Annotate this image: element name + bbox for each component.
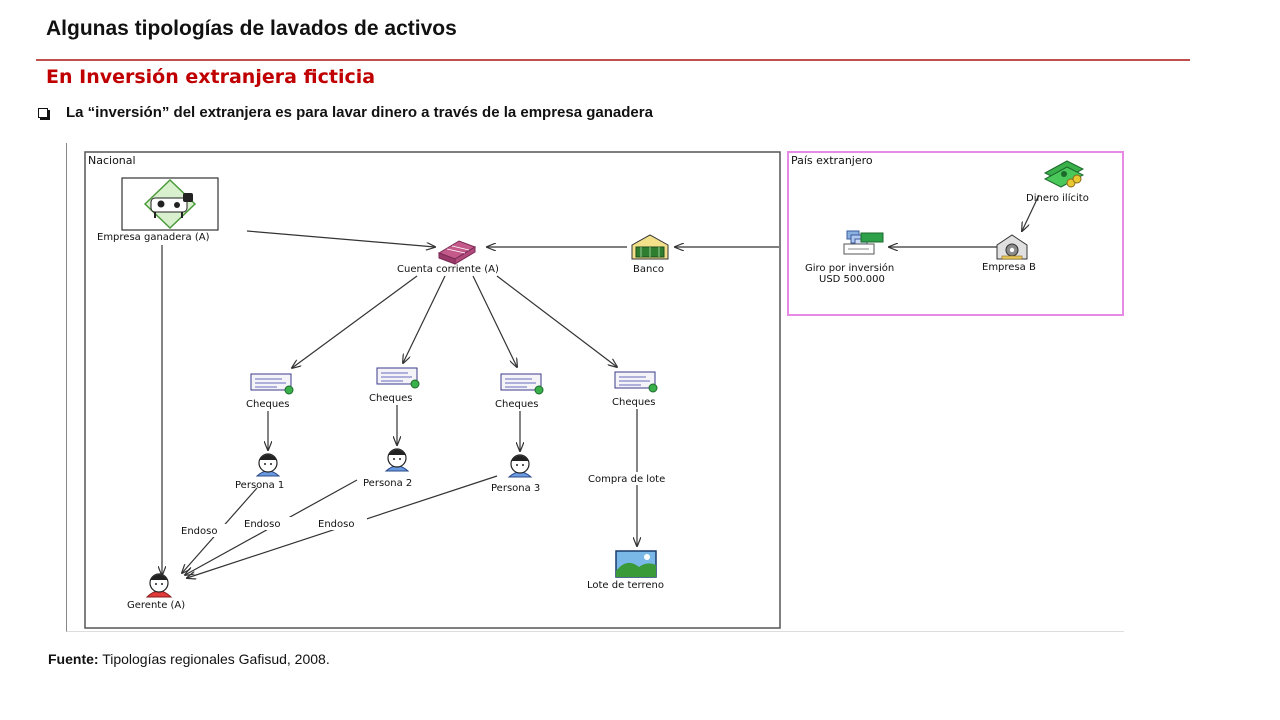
manager-icon <box>145 573 173 598</box>
edge-labels: Compra de lote Endoso Endoso Endoso <box>180 472 687 537</box>
node-label-giro-line1: Giro por inversión <box>805 262 894 274</box>
node-gerente: Gerente (A) <box>127 573 185 611</box>
bullet-point: La “inversión” del extranjera es para la… <box>38 104 653 121</box>
node-label-cuenta-corriente: Cuenta corriente (A) <box>397 264 499 275</box>
node-label-persona-3: Persona 3 <box>491 483 540 494</box>
node-label-banco: Banco <box>633 264 664 275</box>
region-nacional-label: Nacional <box>88 154 136 167</box>
node-label-persona-2: Persona 2 <box>363 478 412 489</box>
edge-cuenta-cheques2 <box>403 275 446 363</box>
node-label-cheques-4: Cheques <box>612 397 656 408</box>
edge-label-endoso-3: Endoso <box>318 519 354 530</box>
edge-label-endoso-2: Endoso <box>244 519 280 530</box>
node-label-persona-1: Persona 1 <box>235 480 284 491</box>
cattle-farm-icon <box>121 177 219 231</box>
page-title: Algunas tipologías de lavados de activos <box>46 17 457 40</box>
node-label-lote: Lote de terreno <box>587 580 664 591</box>
node-cuenta-corriente: Cuenta corriente (A) <box>397 240 499 275</box>
node-label-empresa-b: Empresa B <box>982 262 1036 273</box>
node-banco: Banco <box>631 234 669 275</box>
node-cheques-2: Cheques <box>369 367 420 404</box>
node-label-cheques-2: Cheques <box>369 393 413 404</box>
title-divider <box>36 59 1190 61</box>
node-label-gerente: Gerente (A) <box>127 600 185 611</box>
land-plot-icon <box>615 550 657 578</box>
source-text: Tipologías regionales Gafisud, 2008. <box>98 651 330 667</box>
bank-account-icon <box>437 240 477 265</box>
person-icon <box>255 453 281 477</box>
node-empresa-ganadera: Empresa ganadera (A) <box>97 177 219 243</box>
laundering-diagram: Nacional País extranjero Compra de lote … <box>66 143 1124 632</box>
bank-icon <box>631 234 669 260</box>
node-label-empresa-ganadera: Empresa ganadera (A) <box>97 232 210 243</box>
node-persona-2: Persona 2 <box>363 448 412 489</box>
node-lote-terreno: Lote de terreno <box>587 550 664 591</box>
node-label-giro-line2: USD 500.000 <box>819 274 885 285</box>
node-empresa-b: Empresa B <box>982 234 1036 273</box>
node-cheques-3: Cheques <box>495 373 544 410</box>
edge-dinero-empresab <box>1022 194 1040 231</box>
node-label-cheques-3: Cheques <box>495 399 539 410</box>
cheque-icon <box>500 373 544 395</box>
edge-cuenta-cheques4 <box>496 275 617 367</box>
cheque-icon <box>376 367 420 389</box>
node-label-dinero-ilicito: Dinero ilícito <box>1026 192 1089 204</box>
company-gear-icon <box>996 234 1028 260</box>
node-label-cheques-1: Cheques <box>246 399 290 410</box>
bullet-text: La “inversión” del extranjera es para la… <box>66 104 653 121</box>
region-nacional: Nacional <box>84 151 781 629</box>
region-extranjero-label: País extranjero <box>791 154 873 167</box>
money-transfer-icon <box>843 230 884 255</box>
page-subtitle: En Inversión extranjera ficticia <box>46 66 376 88</box>
node-giro-inversion: Giro por inversión USD 500.000 <box>805 230 894 285</box>
edge-cuenta-cheques1 <box>292 275 418 368</box>
cash-stack-icon <box>1043 160 1085 188</box>
node-cheques-1: Cheques <box>246 373 294 410</box>
node-dinero-ilicito: Dinero ilícito <box>1026 160 1089 204</box>
edge-empresa-cuenta <box>246 230 435 247</box>
cheque-icon <box>250 373 294 395</box>
node-persona-1: Persona 1 <box>235 453 284 491</box>
person-icon <box>384 448 410 472</box>
source-note: Fuente: Tipologías regionales Gafisud, 2… <box>48 651 330 667</box>
edge-cuenta-cheques3 <box>472 275 517 367</box>
cheque-icon <box>614 371 658 393</box>
node-persona-3: Persona 3 <box>491 454 540 494</box>
node-cheques-4: Cheques <box>612 371 658 408</box>
checkbox-bullet-icon <box>38 107 48 118</box>
edge-label-compra: Compra de lote <box>588 474 665 485</box>
region-pais-extranjero: País extranjero <box>787 151 1124 316</box>
edge-label-endoso-1: Endoso <box>181 526 217 537</box>
edges <box>162 194 1040 578</box>
person-icon <box>507 454 533 478</box>
source-label: Fuente: <box>48 651 99 667</box>
